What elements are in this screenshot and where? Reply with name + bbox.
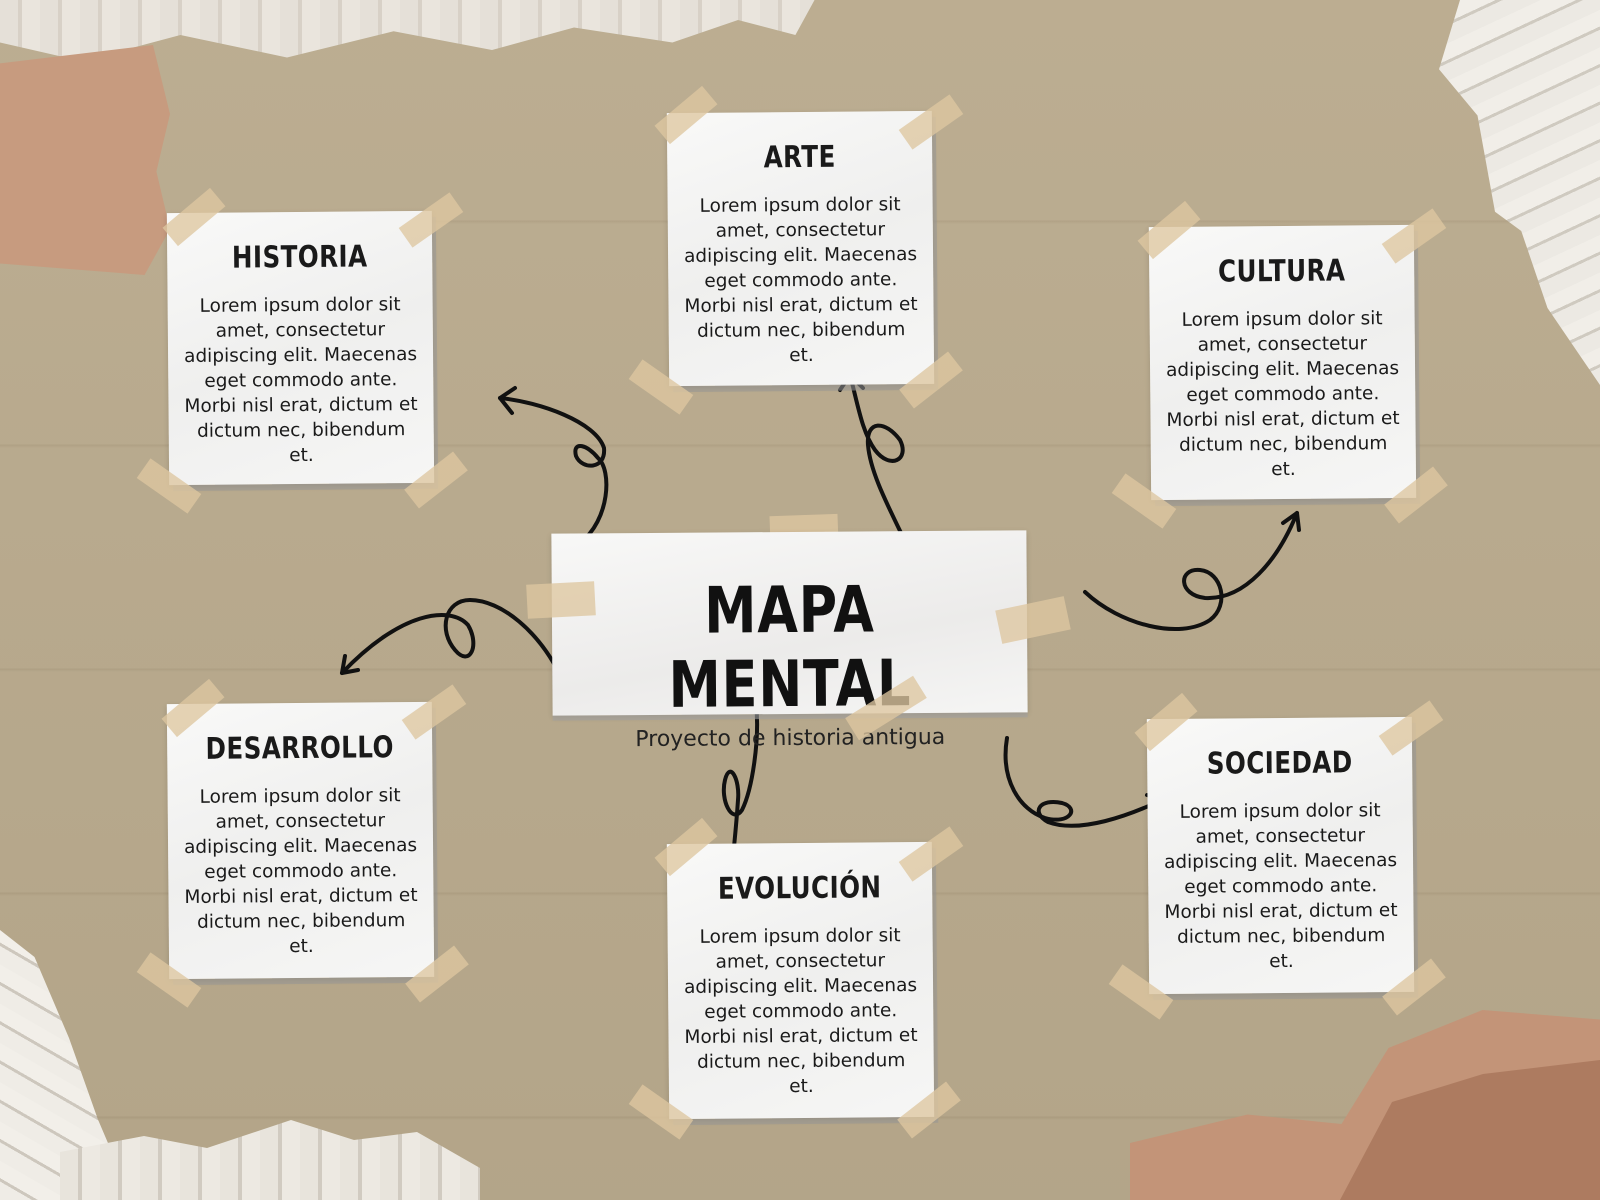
tape-center-left — [526, 581, 596, 619]
node-desarrollo: DESARROLLO Lorem ipsum dolor sit amet, c… — [166, 701, 435, 980]
arrow-to-cultura — [1083, 511, 1299, 632]
node-title: SOCIEDAD — [1206, 745, 1353, 782]
node-title: EVOLUCIÓN — [717, 870, 882, 907]
node-title: CULTURA — [1217, 253, 1346, 290]
node-text: Lorem ipsum dolor sit amet, consectetur … — [1165, 308, 1400, 481]
node-text: Lorem ipsum dolor sit amet, consectetur … — [1163, 800, 1398, 973]
node-historia: HISTORIA Lorem ipsum dolor sit amet, con… — [166, 210, 435, 486]
node-text: Lorem ipsum dolor sit amet, consectetur … — [683, 925, 918, 1098]
arrowhead-cultura — [1281, 511, 1301, 532]
node-text: Lorem ipsum dolor sit amet, consectetur … — [183, 294, 418, 467]
arrow-to-evolucion — [721, 701, 760, 870]
arrowhead-historia — [498, 386, 517, 415]
central-node: MAPA MENTAL Proyecto de historia antigua — [551, 530, 1028, 752]
node-title: DESARROLLO — [205, 730, 394, 767]
arrow-to-sociedad — [1003, 736, 1164, 828]
node-title: ARTE — [763, 139, 836, 176]
node-sociedad: SOCIEDAD Lorem ipsum dolor sit amet, con… — [1146, 716, 1415, 995]
torn-brown-paper-left — [0, 45, 170, 275]
node-arte: ARTE Lorem ipsum dolor sit amet, consect… — [666, 110, 935, 387]
node-text: Lorem ipsum dolor sit amet, consectetur … — [683, 194, 918, 367]
mind-map-subtitle: Proyecto de historia antigua — [635, 724, 946, 753]
arrow-to-arte — [848, 373, 905, 537]
node-text: Lorem ipsum dolor sit amet, consectetur … — [183, 785, 418, 958]
mind-map-title: MAPA MENTAL — [668, 573, 912, 723]
arrow-to-historia — [498, 396, 609, 545]
arrowhead-desarrollo — [340, 654, 360, 675]
node-cultura: CULTURA Lorem ipsum dolor sit amet, cons… — [1148, 224, 1417, 501]
node-evolucion: EVOLUCIÓN Lorem ipsum dolor sit amet, co… — [666, 841, 935, 1120]
node-title: HISTORIA — [231, 239, 368, 276]
arrow-to-desarrollo — [340, 598, 566, 685]
